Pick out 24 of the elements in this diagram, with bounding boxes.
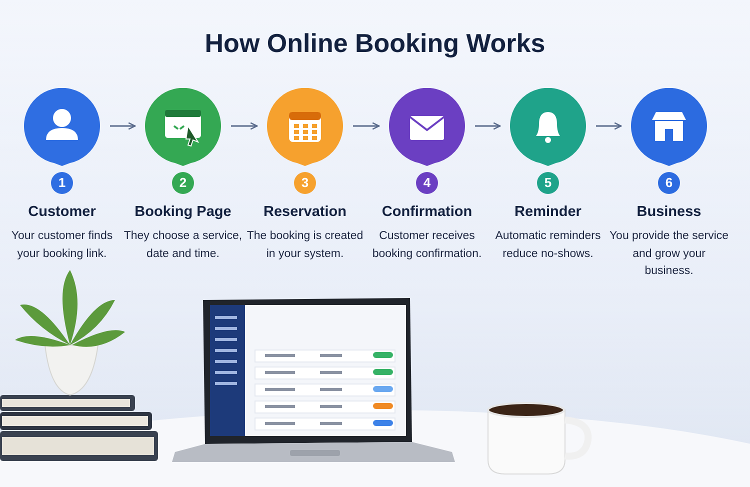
- title: How Online Booking Works: [204, 28, 546, 59]
- step-title: Business: [636, 204, 702, 220]
- step-title: Customer: [27, 204, 97, 220]
- step-title: Booking Page: [134, 204, 232, 220]
- step-number: 1: [51, 172, 73, 194]
- step-description: You provide the service and grow your business.: [609, 229, 729, 279]
- step-description: Customer receives booking confirmation.: [371, 229, 483, 262]
- step-title: Reminder: [514, 204, 582, 220]
- step-description: The booking is created in your system.: [246, 229, 364, 262]
- step-number: 3: [294, 172, 316, 194]
- arrow: [596, 122, 622, 130]
- step-number: 6: [658, 172, 680, 194]
- arrow: [475, 122, 501, 130]
- step-title: Confirmation: [380, 204, 474, 220]
- step-description: They choose a service, date and time.: [123, 229, 243, 262]
- step-number: 2: [172, 172, 194, 194]
- step-title: Reservation: [262, 204, 348, 220]
- step-description: Your customer finds your booking link.: [10, 229, 114, 262]
- arrow: [231, 122, 258, 130]
- arrow: [353, 122, 380, 130]
- arrow: [110, 122, 136, 130]
- step-description: Automatic reminders reduce no-shows.: [494, 229, 602, 262]
- step-number: 4: [416, 172, 438, 194]
- step-number: 5: [537, 172, 559, 194]
